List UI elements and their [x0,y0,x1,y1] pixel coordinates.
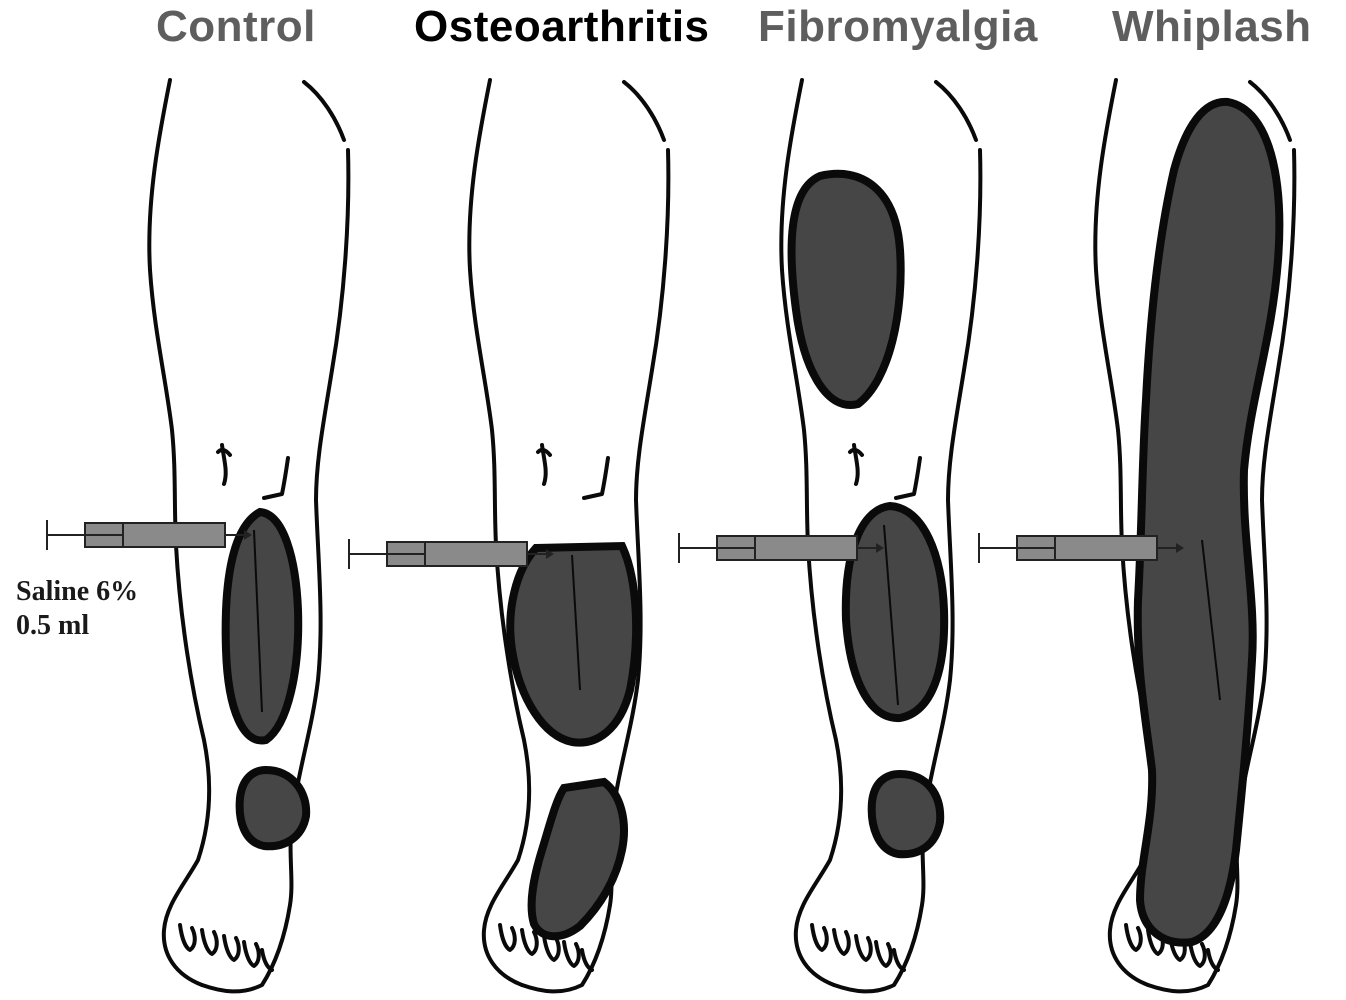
syringe-icon [47,520,252,550]
leg-fibromyalgia [679,80,980,991]
leg-control [47,80,348,991]
pain-area-ankle [240,770,307,846]
pain-area-whole-leg [1138,102,1280,943]
syringe-icon [349,539,554,569]
leg-whiplash [979,80,1294,991]
pain-area-ankle [872,774,940,854]
pain-area-thigh [792,174,901,405]
syringe-icon [979,533,1184,563]
pain-area-calf [846,506,944,718]
injection-label: Saline 6% 0.5 ml [16,575,138,643]
syringe-icon [679,533,884,563]
injection-concentration: Saline 6% [16,575,138,609]
leg-osteoarthritis [349,80,668,991]
injection-volume: 0.5 ml [16,609,138,643]
